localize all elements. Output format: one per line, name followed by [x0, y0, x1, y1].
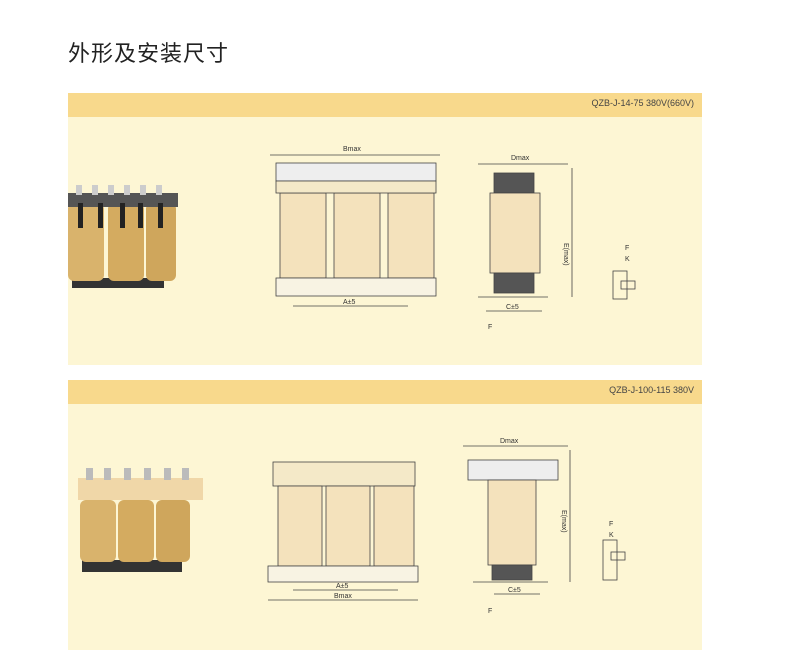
- a-label: A±5: [343, 299, 356, 306]
- detail-k-label: K: [625, 256, 630, 263]
- f-label: F: [488, 608, 492, 615]
- side-view-drawing: [478, 163, 573, 312]
- panel-header: QZB-J-100-115 380V: [68, 380, 702, 404]
- dmax-label: Dmax: [500, 438, 519, 445]
- mounting-detail-drawing: [612, 270, 636, 300]
- side-view-drawing: [463, 445, 571, 595]
- c-label: C±5: [508, 587, 521, 594]
- page-title: 外形及安装尺寸: [68, 42, 230, 67]
- e-label: E(max): [562, 243, 569, 266]
- bmax-label: Bmax: [334, 593, 352, 600]
- c-label: C±5: [506, 304, 519, 311]
- transformer-photo: [78, 468, 203, 572]
- front-view-drawing: [267, 461, 419, 601]
- detail-k-label: K: [609, 532, 614, 539]
- dimension-panel-1: QZB-J-14-75 380V(660V) Bmax A±5: [68, 93, 702, 365]
- model-label: QZB-J-100-115 380V: [609, 385, 694, 395]
- e-label: E(max): [560, 510, 567, 533]
- model-label: QZB-J-14-75 380V(660V): [591, 98, 694, 108]
- f-label: F: [488, 324, 492, 331]
- transformer-photo: [68, 185, 178, 288]
- bmax-label: Bmax: [343, 146, 361, 153]
- panel-header: QZB-J-14-75 380V(660V): [68, 93, 702, 117]
- mounting-detail-drawing: [602, 539, 626, 581]
- a-label: A±5: [336, 583, 349, 590]
- front-view-drawing: [270, 154, 440, 307]
- dmax-label: Dmax: [511, 155, 530, 162]
- detail-f-label: F: [625, 245, 629, 252]
- dimension-panel-2: QZB-J-100-115 380V A±5 Bmax: [68, 380, 702, 650]
- detail-f-label: F: [609, 521, 613, 528]
